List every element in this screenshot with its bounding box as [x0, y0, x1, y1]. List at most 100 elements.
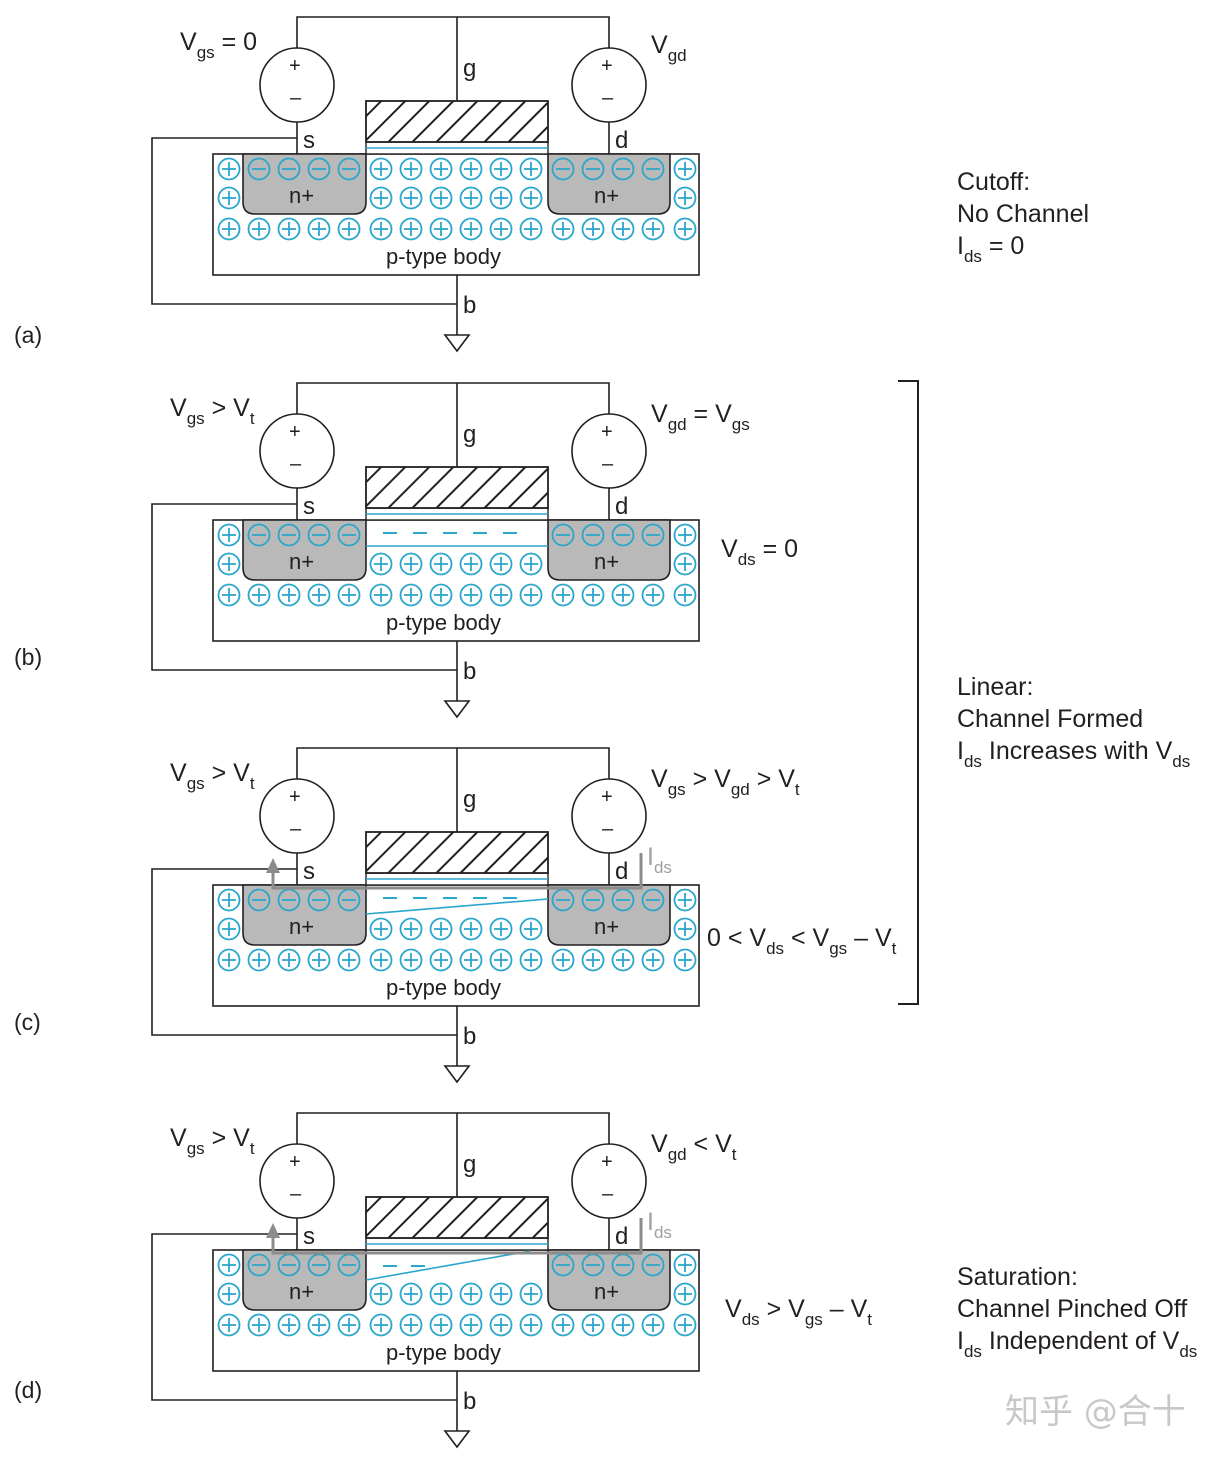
hole-charge: [581, 583, 605, 607]
gate-terminal-label: g: [463, 55, 476, 82]
electron-charge: [247, 157, 271, 181]
n-plus-drain-well: [547, 153, 671, 215]
n-plus-drain-label: n+: [594, 549, 619, 574]
electron-charge: [247, 888, 271, 912]
minus-sign: –: [602, 818, 614, 840]
body-terminal-label: b: [463, 292, 476, 319]
n-plus-drain-well: [547, 884, 671, 946]
gate-wire-left: [296, 1112, 458, 1197]
hole-charge: [519, 1313, 543, 1337]
hole-charge: [551, 1313, 575, 1337]
hole-charge: [429, 917, 453, 941]
hole-charge: [519, 948, 543, 972]
hole-charge: [337, 948, 361, 972]
hole-charge: [369, 552, 393, 576]
hole-charge: [399, 1282, 423, 1306]
linear-line: Ids Increases with Vds: [957, 737, 1190, 771]
hole-charge: [429, 1282, 453, 1306]
hole-charge: [519, 217, 543, 241]
hole-charge: [217, 917, 241, 941]
vds-condition-label: 0 < Vds < Vgs – Vt: [707, 924, 897, 958]
electron-charge: [337, 523, 361, 547]
saturation-line: Ids Independent of Vds: [957, 1327, 1197, 1361]
hole-charge: [369, 1313, 393, 1337]
polysilicon-gate: [365, 100, 549, 143]
electron-charge: [641, 523, 665, 547]
hole-charge: [429, 157, 453, 181]
hole-charge: [519, 917, 543, 941]
hole-charge: [307, 217, 331, 241]
p-type-body-label: p-type body: [386, 244, 501, 269]
hole-charge: [489, 217, 513, 241]
vgs-condition-label: Vgs > Vt: [170, 394, 255, 428]
hole-charge: [489, 552, 513, 576]
hole-charge: [217, 1313, 241, 1337]
hole-charge: [459, 917, 483, 941]
electron-charge: [307, 523, 331, 547]
hole-charge: [369, 1282, 393, 1306]
hole-charge: [277, 217, 301, 241]
hole-charge: [307, 948, 331, 972]
electron-charge: [337, 157, 361, 181]
body-terminal-label: b: [463, 1023, 476, 1050]
hole-charge: [217, 523, 241, 547]
saturation-line: Channel Pinched Off: [957, 1295, 1187, 1323]
body-return-wire: [151, 137, 457, 305]
electron-charge: [247, 1253, 271, 1277]
saturation-line: Saturation:: [957, 1263, 1078, 1291]
vgs-voltage-source-circle: [259, 778, 335, 854]
plus-sign: +: [289, 55, 301, 77]
vgd-voltage-source: +–: [571, 47, 647, 123]
electron-charge: [611, 157, 635, 181]
hole-charge: [673, 1253, 697, 1277]
source-terminal-label: s: [303, 858, 315, 885]
hole-charge: [673, 552, 697, 576]
source-terminal-label: s: [303, 127, 315, 154]
source-terminal-label: s: [303, 1223, 315, 1250]
hole-charge: [247, 217, 271, 241]
hole-charge: [369, 948, 393, 972]
hole-charge: [399, 186, 423, 210]
hole-charge: [459, 186, 483, 210]
gate-wire-right: [457, 1112, 610, 1144]
gate-wire-right: [457, 382, 610, 414]
p-type-body-label: p-type body: [386, 975, 501, 1000]
hole-charge: [337, 1313, 361, 1337]
electron-charge: [277, 523, 301, 547]
current-arrowhead: [266, 1223, 280, 1238]
hole-charge: [551, 948, 575, 972]
hole-charge: [429, 552, 453, 576]
current-arrowhead: [266, 858, 280, 873]
panel-label: (d): [14, 1377, 42, 1403]
hole-charge: [611, 217, 635, 241]
minus-sign: –: [602, 453, 614, 475]
hole-charge: [399, 217, 423, 241]
gate-terminal-label: g: [463, 421, 476, 448]
hole-charge: [369, 217, 393, 241]
hole-charge: [369, 583, 393, 607]
electron-charge: [611, 523, 635, 547]
electron-charge: [247, 523, 271, 547]
gate-wire-left: [296, 747, 458, 832]
hole-charge: [489, 186, 513, 210]
hole-charge: [429, 583, 453, 607]
hole-charge: [337, 583, 361, 607]
body-return-wire: [151, 1233, 457, 1401]
channel-boundary: [365, 898, 549, 915]
hole-charge: [277, 583, 301, 607]
plus-sign: +: [601, 1151, 613, 1173]
n-plus-source-label: n+: [289, 549, 314, 574]
hole-charge: [399, 157, 423, 181]
gate-wire-left: [296, 16, 458, 101]
hole-charge: [673, 583, 697, 607]
cutoff-line: Cutoff:: [957, 168, 1030, 196]
hole-charge: [459, 157, 483, 181]
hole-charge: [519, 583, 543, 607]
n-plus-source-label: n+: [289, 183, 314, 208]
hole-charge: [247, 583, 271, 607]
hole-charge: [307, 583, 331, 607]
electron-charge: [581, 523, 605, 547]
